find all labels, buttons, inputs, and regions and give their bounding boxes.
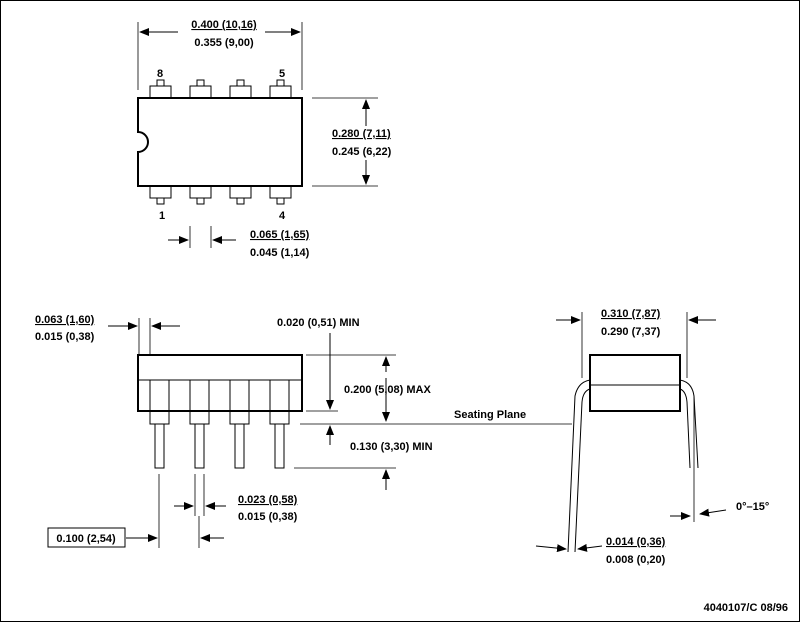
width-min-label: 0.355 (9,00) [194,37,254,49]
pitch-label: 0.100 (2,54) [56,533,116,545]
pitch-max-label: 0.065 (1,65) [250,229,310,241]
span-max-label: 0.310 (7,87) [601,308,661,320]
seating-plane-label: Seating Plane [454,409,526,421]
bottom-pins [149,186,292,205]
side-leads [149,380,290,469]
end-lead-left-inner [574,388,591,553]
top-view: 0.400 (10,16) 0.355 (9,00) 8 5 1 4 [137,19,392,259]
thickness-max-label: 0.014 (0,36) [606,536,666,548]
thickness-arrow-right [577,543,603,552]
lead-width-max-label: 0.023 (0,58) [238,494,298,506]
package-body-top [137,97,303,187]
package-body-end [589,354,681,412]
pin-8-label: 8 [157,68,163,80]
pin-5-label: 5 [279,68,285,80]
height-max-label: 0.280 (7,11) [332,128,391,140]
thickness-min-label: 0.008 (0,20) [606,554,666,566]
angle-label: 0°–15° [736,501,769,513]
width-max-label: 0.400 (10,16) [191,19,257,31]
standoff-label: 0.020 (0,51) MIN [277,317,360,329]
shoulder-min-label: 0.015 (0,38) [35,331,95,343]
lead-width-min-label: 0.015 (0,38) [238,511,298,523]
package-body-side [137,354,303,412]
end-lead-left-outer [567,379,591,553]
end-lead-right-outer [679,379,699,469]
pitch-basic-box [47,527,126,548]
body-height-label: 0.200 (5,08) MAX [344,384,431,396]
span-min-label: 0.290 (7,37) [601,326,661,338]
pin-1-label: 1 [159,210,165,222]
pitch-min-label: 0.045 (1,14) [250,247,310,259]
top-pins [149,79,292,98]
lead-length-label: 0.130 (3,30) MIN [350,441,433,453]
end-lead-right-inner [679,388,691,469]
height-min-label: 0.245 (6,22) [332,146,392,158]
side-view: 0.063 (1,60) 0.015 (0,38) 0.020 (0,51) M… [35,314,572,548]
angle-arrow-right [699,508,727,517]
shoulder-max-label: 0.063 (1,60) [35,314,95,326]
end-view: 0.310 (7,87) 0.290 (7,37) 0°–15° 0.014 (… [535,308,769,566]
document-id: 4040107/C 08/96 [704,602,788,614]
thickness-arrow-left [535,544,567,553]
pin-4-label: 4 [279,210,286,222]
